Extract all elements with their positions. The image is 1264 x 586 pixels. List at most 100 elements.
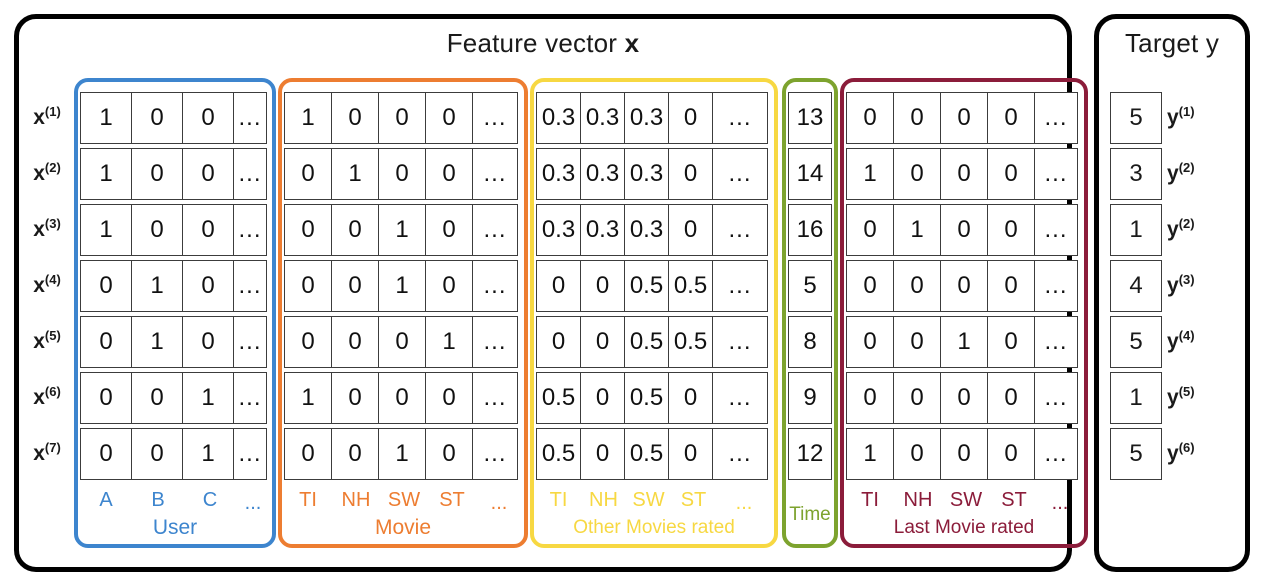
row-label-superscript: (5) xyxy=(44,328,61,343)
feature-cell: 1 xyxy=(378,260,426,312)
feature-cell: 0 xyxy=(182,92,234,144)
target-label-base: y xyxy=(1167,442,1179,465)
feature-cell: 0.3 xyxy=(536,92,581,144)
feature-cell: 0 xyxy=(580,372,625,424)
row-label-superscript: (7) xyxy=(44,440,61,455)
feature-cell: 0 xyxy=(80,428,132,480)
legend-name-last-movie-rated: Last Movie rated xyxy=(893,517,1035,538)
feature-cell: 0.3 xyxy=(624,92,669,144)
feature-cell: 0 xyxy=(284,260,332,312)
table-row: 12 xyxy=(788,428,832,480)
feature-cell: 0 xyxy=(284,428,332,480)
target-cell: 5 xyxy=(1110,92,1162,144)
ellipsis-cell: ... xyxy=(472,92,518,144)
feature-cell: 0 xyxy=(425,428,473,480)
target-label-base: y xyxy=(1167,330,1179,353)
feature-cell: 0.5 xyxy=(624,260,669,312)
row-label-x-2: x(2) xyxy=(22,148,72,200)
feature-cell: 1 xyxy=(846,428,894,480)
feature-cell: 0.3 xyxy=(536,148,581,200)
row-label-superscript: (4) xyxy=(44,272,61,287)
table-row: 5 xyxy=(788,260,832,312)
target-label-superscript: (4) xyxy=(1178,328,1195,343)
feature-cell: 0 xyxy=(893,316,941,368)
feature-cell: 0.5 xyxy=(624,316,669,368)
row-label-base: x xyxy=(33,218,45,241)
ellipsis-cell: ... xyxy=(1034,204,1078,256)
feature-cell: 1 xyxy=(182,372,234,424)
ellipsis-cell: ... xyxy=(1034,148,1078,200)
feature-cell: 0 xyxy=(284,148,332,200)
feature-cell: 1 xyxy=(80,204,132,256)
feature-cell: 0 xyxy=(284,204,332,256)
feature-cell: 0.5 xyxy=(536,372,581,424)
ellipsis-cell: ... xyxy=(1034,372,1078,424)
feature-cell: 0 xyxy=(131,148,183,200)
feature-cell: 0 xyxy=(668,372,713,424)
feature-cell: 0 xyxy=(80,316,132,368)
feature-cell: 0 xyxy=(378,92,426,144)
target-label-superscript: (2) xyxy=(1178,216,1195,231)
target-cell: 3 xyxy=(1110,148,1162,200)
feature-cell: 13 xyxy=(788,92,832,144)
feature-cell: 0 xyxy=(987,148,1035,200)
feature-cell: 0.3 xyxy=(580,148,625,200)
feature-cell: 0 xyxy=(131,204,183,256)
feature-cell: 0.5 xyxy=(668,316,713,368)
feature-cell: 0.5 xyxy=(624,372,669,424)
legend-code: NH xyxy=(341,489,371,511)
feature-cell: 0 xyxy=(846,316,894,368)
feature-cell: 0 xyxy=(668,92,713,144)
feature-cell: 12 xyxy=(788,428,832,480)
feature-cell: 0 xyxy=(940,148,988,200)
row-label-x-6: x(6) xyxy=(22,372,72,424)
target-label-base: y xyxy=(1167,274,1179,297)
feature-cell: 0 xyxy=(846,204,894,256)
target-label-base: y xyxy=(1167,386,1179,409)
feature-cell: 0 xyxy=(580,316,625,368)
feature-cell: 0 xyxy=(425,260,473,312)
feature-cell: 0 xyxy=(331,92,379,144)
feature-cell: 0 xyxy=(987,316,1035,368)
row-label-column: x(1)x(2)x(3)x(4)x(5)x(6)x(7) xyxy=(22,92,72,482)
feature-cell: 0.3 xyxy=(624,148,669,200)
feature-cell: 0.5 xyxy=(624,428,669,480)
ellipsis-cell: ... xyxy=(712,428,768,480)
feature-vector-title-symbol: x xyxy=(624,28,640,58)
feature-cell: 0 xyxy=(940,260,988,312)
legend-ellipsis: ... xyxy=(490,492,508,514)
row-label-x-4: x(4) xyxy=(22,260,72,312)
feature-cell: 0 xyxy=(987,204,1035,256)
feature-cell: 0 xyxy=(425,92,473,144)
target-label-superscript: (6) xyxy=(1178,440,1195,455)
feature-cell: 1 xyxy=(80,148,132,200)
ellipsis-cell: ... xyxy=(233,92,267,144)
ellipsis-cell: ... xyxy=(1034,316,1078,368)
feature-cell: 0 xyxy=(425,372,473,424)
row-label-superscript: (1) xyxy=(44,104,61,119)
row-label-base: x xyxy=(33,386,45,409)
target-label-y-2: y(2) xyxy=(1167,148,1233,200)
feature-cell: 1 xyxy=(131,260,183,312)
legend-code: SW xyxy=(632,489,665,511)
legend-name-user: User xyxy=(152,516,198,539)
feature-cell: 0 xyxy=(378,316,426,368)
